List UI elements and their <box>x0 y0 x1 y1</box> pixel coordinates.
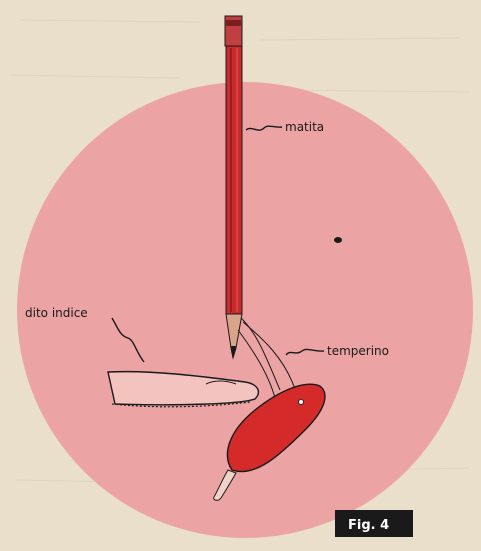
pencil <box>225 16 242 360</box>
matita-label: matita <box>285 120 324 134</box>
figure-tag: Fig. 4 <box>348 518 389 533</box>
temperino-label: temperino <box>327 344 389 358</box>
ink-speck <box>334 237 342 243</box>
dito-indice-label: dito indice <box>25 306 88 320</box>
